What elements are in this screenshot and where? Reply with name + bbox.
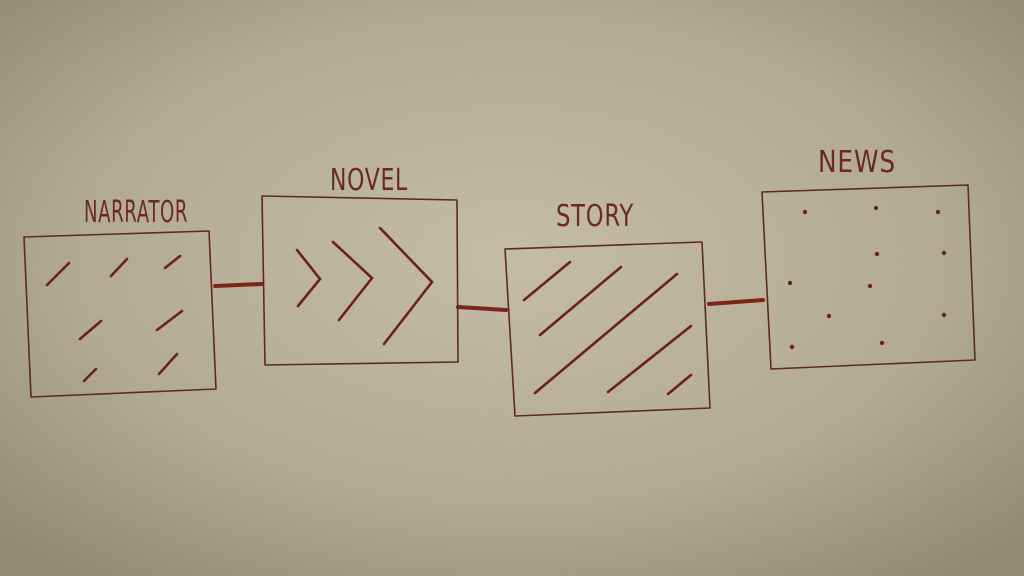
node-box	[261, 195, 459, 366]
node-box	[504, 241, 711, 417]
node-label: NARRATOR	[84, 195, 188, 230]
node-news: NEWS	[761, 145, 976, 370]
node-box	[23, 230, 217, 398]
slash-pattern	[45, 254, 184, 383]
edge-novel-story	[456, 305, 508, 312]
node-box	[761, 184, 976, 370]
edge-narrator-novel	[213, 282, 264, 288]
node-label: NOVEL	[330, 163, 408, 198]
node-novel: NOVEL	[261, 163, 459, 366]
chevron-pattern	[295, 226, 434, 346]
node-story: STORY	[504, 199, 711, 417]
dot-pattern	[787, 205, 947, 350]
node-label: NEWS	[818, 145, 896, 180]
edge-story-news	[707, 298, 765, 306]
node-label: STORY	[556, 199, 634, 234]
node-narrator: NARRATOR	[23, 195, 217, 398]
diagonal-pattern	[522, 260, 693, 396]
